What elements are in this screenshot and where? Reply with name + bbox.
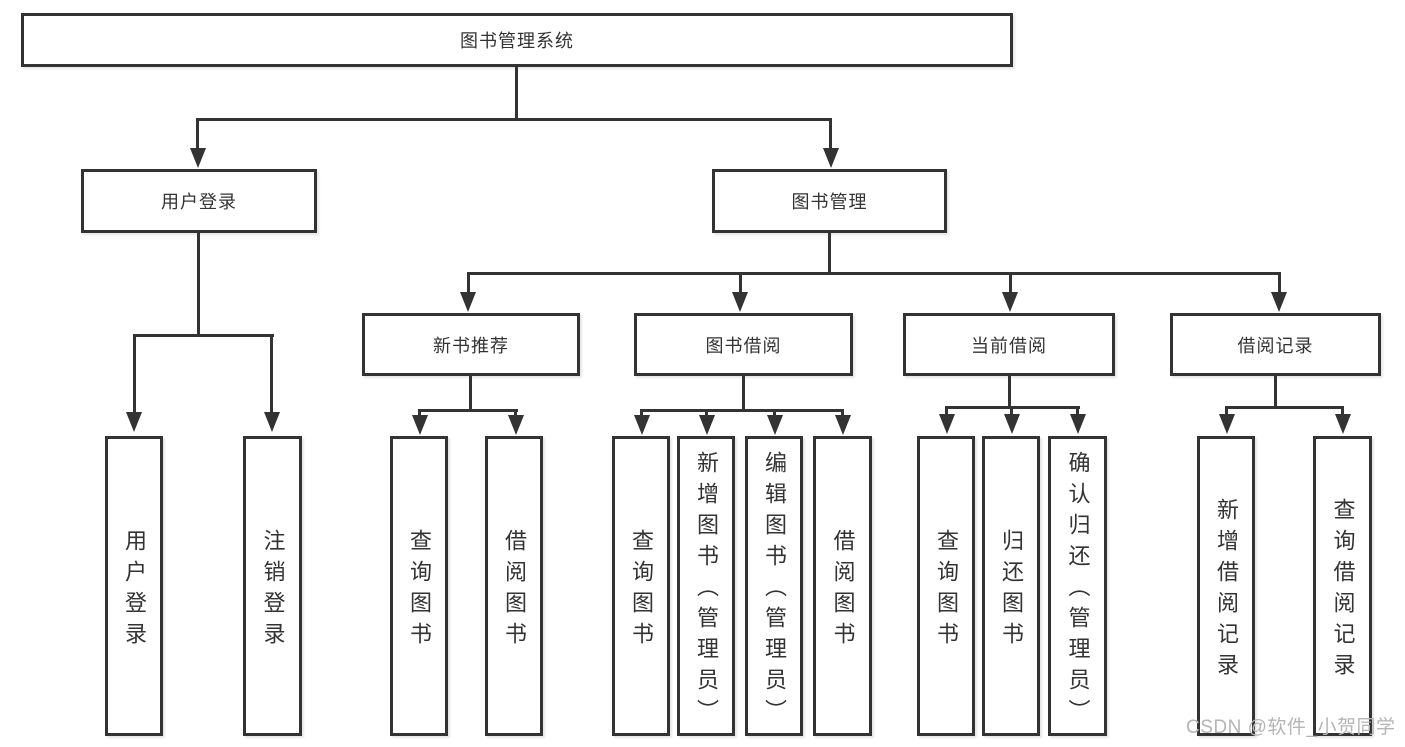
connector-current-vline	[1008, 375, 1011, 409]
leaf-rec-borrow-books: 借阅图书	[485, 436, 543, 736]
leaf-user-login-label: 用户登录	[122, 528, 147, 653]
connector-borrow-arrow2-shaft	[705, 411, 708, 417]
arrow-down-icon	[732, 292, 748, 312]
leaf-confirm-return-admin: 确认归还（管理员）	[1048, 436, 1107, 736]
connector-root-arrow2-shaft	[829, 120, 832, 150]
arrow-down-icon	[1002, 292, 1018, 312]
connector-rec-arrow1-shaft	[418, 411, 421, 417]
node-current-borrow-label: 当前借阅	[971, 335, 1047, 356]
leaf-rec-query-books: 查询图书	[390, 436, 448, 736]
connector-bookmgmt-arrow2-shaft	[739, 274, 742, 294]
arrow-down-icon	[767, 415, 783, 435]
connector-rec-hline	[418, 409, 518, 412]
connector-records-hline	[1225, 406, 1344, 409]
arrow-down-icon	[1070, 414, 1086, 434]
node-book-borrow-label: 图书借阅	[705, 335, 782, 356]
arrow-down-icon	[126, 412, 142, 432]
leaf-borrow-borrow-books-label: 借阅图书	[830, 528, 856, 653]
leaf-borrow-borrow-books: 借阅图书	[813, 436, 872, 736]
leaf-query-borrow-record-label: 查询借阅记录	[1330, 497, 1356, 684]
connector-rec-arrow2-shaft	[514, 411, 517, 417]
arrow-down-icon	[264, 412, 280, 432]
arrow-down-icon	[190, 148, 206, 168]
node-root-label: 图书管理系统	[460, 31, 574, 51]
arrow-down-icon	[939, 414, 955, 434]
leaf-return-books: 归还图书	[982, 436, 1040, 736]
leaf-query-borrow-record: 查询借阅记录	[1313, 436, 1372, 736]
connector-current-hline	[945, 406, 1080, 409]
node-book-borrow: 图书借阅	[634, 313, 853, 376]
node-user-login-label: 用户登录	[161, 192, 237, 212]
connector-bookmgmt-arrow4-shaft	[1278, 274, 1281, 294]
connector-rec-vline	[469, 376, 472, 412]
leaf-add-borrow-record: 新增借阅记录	[1197, 436, 1255, 736]
leaf-logout: 注销登录	[243, 436, 302, 736]
node-book-mgmt-label: 图书管理	[791, 192, 868, 212]
connector-borrow-arrow3-shaft	[773, 411, 776, 417]
leaf-add-books-admin-label: 新增图书（管理员）	[694, 451, 719, 730]
leaf-current-query-books-label: 查询图书	[934, 528, 959, 653]
leaf-logout-label: 注销登录	[260, 528, 286, 653]
leaf-edit-books-admin-label: 编辑图书（管理员）	[762, 451, 787, 730]
arrow-down-icon	[634, 415, 650, 435]
connector-bookmgmt-hline	[467, 272, 1281, 275]
connector-root-arrow1-shaft	[196, 120, 199, 150]
arrow-down-icon	[823, 148, 839, 168]
connector-userlogin-arrow2-shaft	[270, 336, 273, 414]
arrow-down-icon	[699, 415, 715, 435]
connector-borrow-arrow4-shaft	[841, 411, 844, 417]
connector-current-arrow1-shaft	[945, 408, 948, 416]
node-borrow-records: 借阅记录	[1170, 313, 1381, 376]
node-root: 图书管理系统	[21, 13, 1013, 67]
connector-borrow-hline	[640, 409, 844, 412]
connector-current-arrow3-shaft	[1076, 408, 1079, 416]
arrow-down-icon	[412, 415, 428, 435]
connector-borrow-vline	[742, 376, 745, 412]
connector-bookmgmt-arrow3-shaft	[1009, 274, 1012, 294]
leaf-edit-books-admin: 编辑图书（管理员）	[745, 436, 803, 736]
connector-records-vline	[1274, 375, 1277, 409]
arrow-down-icon	[460, 292, 476, 312]
arrow-down-icon	[508, 415, 524, 435]
leaf-confirm-return-admin-label: 确认归还（管理员）	[1065, 451, 1091, 730]
node-new-book-rec: 新书推荐	[362, 313, 580, 376]
leaf-borrow-query-books-label: 查询图书	[629, 528, 654, 653]
connector-current-arrow2-shaft	[1010, 408, 1013, 416]
node-user-login: 用户登录	[81, 169, 317, 233]
arrow-down-icon	[1004, 414, 1020, 434]
arrow-down-icon	[835, 415, 851, 435]
arrow-down-icon	[1271, 292, 1287, 312]
node-new-book-rec-label: 新书推荐	[433, 335, 509, 356]
arrow-down-icon	[1219, 414, 1235, 434]
arrow-down-icon	[1335, 414, 1351, 434]
connector-borrow-arrow1-shaft	[640, 411, 643, 417]
connector-bookmgmt-vline	[828, 233, 831, 275]
leaf-rec-query-books-label: 查询图书	[407, 528, 432, 653]
leaf-rec-borrow-books-label: 借阅图书	[502, 528, 527, 653]
connector-bookmgmt-arrow1-shaft	[467, 274, 470, 294]
connector-userlogin-vline	[197, 233, 200, 336]
node-current-borrow: 当前借阅	[903, 313, 1115, 376]
node-borrow-records-label: 借阅记录	[1237, 335, 1314, 356]
csdn-watermark: CSDN @软件_小贺同学	[1186, 717, 1396, 738]
leaf-user-login: 用户登录	[105, 436, 163, 736]
connector-root-hline	[196, 118, 832, 121]
node-book-mgmt: 图书管理	[712, 169, 947, 233]
leaf-add-books-admin: 新增图书（管理员）	[677, 436, 735, 736]
connector-userlogin-arrow1-shaft	[133, 336, 136, 414]
connector-root-vline	[515, 67, 518, 120]
leaf-return-books-label: 归还图书	[999, 528, 1024, 653]
leaf-add-borrow-record-label: 新增借阅记录	[1214, 497, 1239, 684]
leaf-current-query-books: 查询图书	[917, 436, 975, 736]
connector-records-arrow1-shaft	[1225, 408, 1228, 416]
leaf-borrow-query-books: 查询图书	[612, 436, 670, 736]
connector-records-arrow2-shaft	[1341, 408, 1344, 416]
connector-userlogin-hline	[133, 334, 274, 337]
